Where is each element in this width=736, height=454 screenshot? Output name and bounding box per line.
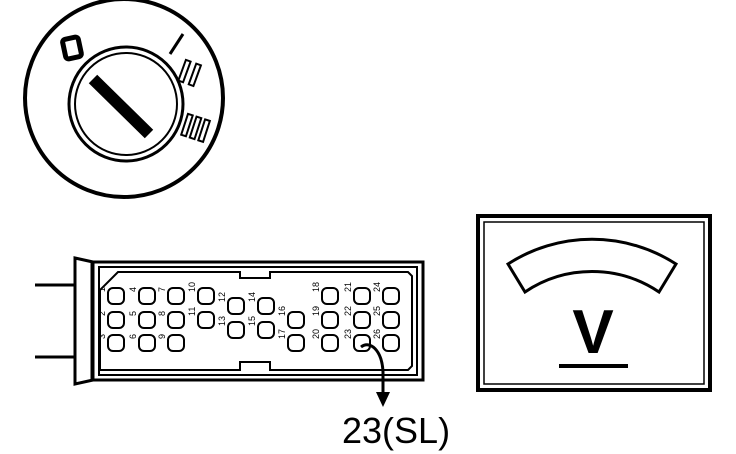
position-mark-i (168, 33, 185, 55)
pin-number-label: 2 (97, 311, 107, 316)
position-mark-iii (179, 112, 212, 144)
connector-pin (257, 321, 275, 339)
callout-wire (360, 343, 385, 394)
pin-number-label: 10 (187, 282, 197, 292)
callout-label: 23(SL) (342, 410, 450, 451)
voltmeter: V (476, 214, 712, 392)
pin-number-label: 1 (97, 287, 107, 292)
connector-pin (382, 311, 400, 329)
switch-outer-ring (23, 0, 225, 199)
pin-number-label: 8 (157, 311, 167, 316)
key-slot (88, 74, 154, 139)
pin-number-label: 26 (372, 329, 382, 339)
pin-number-label: 15 (247, 316, 257, 326)
pin-number-label: 23 (343, 329, 353, 339)
connector-pin (321, 287, 339, 305)
pin-number-label: 16 (277, 306, 287, 316)
callout-arrowhead (376, 392, 390, 407)
connector-pin (353, 287, 371, 305)
ignition-switch (23, 0, 225, 199)
connector-pin (107, 311, 125, 329)
voltmeter-symbol: V (572, 298, 613, 367)
connector-pin (321, 334, 339, 352)
connector-pin (287, 334, 305, 352)
position-mark-0 (60, 34, 84, 62)
pin-number-label: 7 (157, 287, 167, 292)
pin-number-label: 11 (187, 307, 197, 316)
connector-housing-outer (90, 260, 425, 382)
pin-number-label: 6 (128, 334, 138, 339)
connector-pin (197, 287, 215, 305)
connector-pin (167, 311, 185, 329)
pin-number-label: 14 (247, 292, 257, 302)
pin-number-label: 9 (157, 334, 167, 339)
connector-pin (353, 334, 371, 352)
connector-pin (227, 297, 245, 315)
pin-number-label: 13 (217, 316, 227, 326)
connector-pin (227, 321, 245, 339)
pin-number-label: 4 (128, 287, 138, 292)
connector-pin (382, 334, 400, 352)
connector-pin (107, 334, 125, 352)
connector-pin (138, 334, 156, 352)
pin-number-label: 21 (343, 282, 353, 292)
connector-boot (73, 256, 95, 386)
pin-number-label: 19 (311, 306, 321, 316)
pin-number-label: 5 (128, 311, 138, 316)
pin-number-label: 22 (343, 306, 353, 316)
pin-number-label: 12 (217, 292, 227, 302)
pin-number-label: 18 (311, 282, 321, 292)
connector-pin (138, 311, 156, 329)
pin-number-label: 24 (372, 282, 382, 292)
connector-pin (167, 287, 185, 305)
switch-key-cylinder (67, 45, 185, 163)
connector-pin (382, 287, 400, 305)
pin-number-label: 20 (311, 329, 321, 339)
connector-pin (107, 287, 125, 305)
connector-pin (353, 311, 371, 329)
connector-pin-face (99, 271, 413, 371)
connector-pin (138, 287, 156, 305)
connector-pin (287, 311, 305, 329)
pin-number-label: 25 (372, 306, 382, 316)
connector-pin (167, 334, 185, 352)
pin-number-label: 3 (97, 334, 107, 339)
voltmeter-scale-arc (505, 237, 679, 295)
connector: 1234567891011121314151617181920212223242… (35, 256, 450, 451)
connector-pin (321, 311, 339, 329)
connector-pin (257, 297, 275, 315)
pin-number-label: 17 (277, 329, 287, 339)
position-mark-ii (177, 58, 203, 88)
connector-pin (197, 311, 215, 329)
voltmeter-frame-inner (483, 221, 705, 385)
connector-pins: 1234567891011121314151617181920212223242… (97, 282, 400, 352)
voltmeter-frame (476, 214, 712, 392)
switch-key-cylinder-inner (74, 52, 178, 156)
